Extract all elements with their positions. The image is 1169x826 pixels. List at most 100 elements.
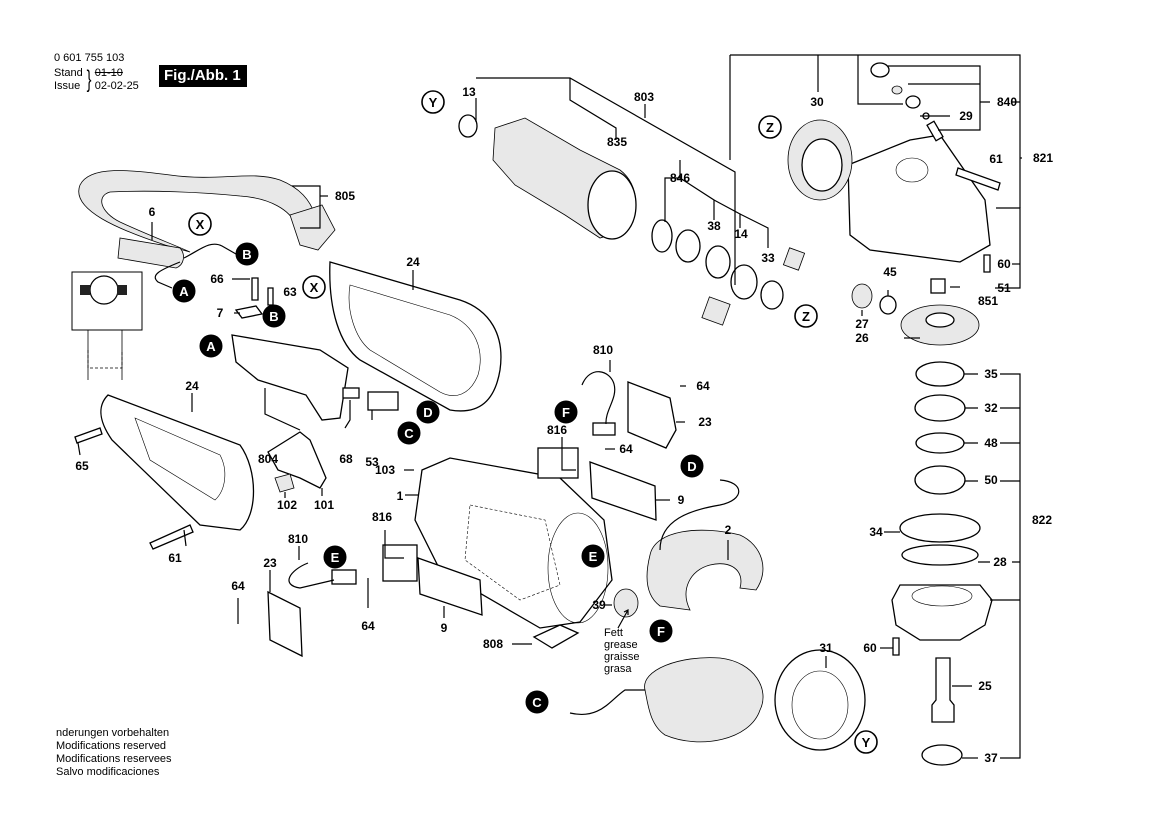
grease-note-line: Fett [604,627,623,639]
part-number-label: 804 [258,452,278,466]
label-plate-upper [589,461,657,521]
callout-circle [235,242,259,266]
air-guide-ring-inner [791,670,849,740]
circlip-846 [651,219,673,253]
sleeve-51 [930,278,946,294]
lock-button-cap [870,62,890,78]
label-808 [532,624,580,649]
motor-housing [414,457,613,629]
callout-a: A [199,334,223,358]
callout-letter: A [179,284,189,299]
part-number-label: 34 [869,525,883,539]
part-number-label: 840 [997,95,1017,109]
callout-letter: C [404,426,414,441]
part-number-label: 64 [696,379,710,393]
callout-circle [397,421,421,445]
callout-c: C [397,421,421,445]
part-number-label: 14 [734,227,748,241]
callout-letter: F [657,624,665,639]
part-number-label: 6 [149,205,156,219]
callout-letter: E [589,549,598,564]
part-number-label: 32 [984,401,998,415]
part-number-label: 846 [670,171,690,185]
part-number-label: 851 [978,294,998,308]
wiring-schematic [71,271,143,380]
motor-housing-opening [547,512,609,624]
ring-gear-30-inner [801,138,843,192]
handle-half-lower [100,394,255,531]
coil-lead-d [659,479,740,551]
notice-line-fr: Modifications reservees [56,753,172,765]
revision-values: 01-10 02-02-25 [95,67,139,93]
callout-circle [581,544,605,568]
cord-wire-b [183,243,237,259]
callout-letter: Z [802,309,810,324]
screw-60-housing [983,254,991,273]
part-number-label: 28 [993,555,1007,569]
part-number-label: 37 [984,751,998,765]
callout-circle [262,304,286,328]
callout-circle [794,304,818,328]
part-number-label: 66 [210,272,224,286]
part-number-label: 101 [314,498,334,512]
brush-holder-upper [537,447,579,479]
callout-circle [758,115,782,139]
brace-glyph: } [86,66,92,93]
document-header: 0 601 755 103 Stand Issue } 01-10 02-02-… [54,52,139,93]
callout-f: F [649,619,673,643]
callout-circle [416,400,440,424]
callout-circle [323,545,347,569]
circlip-48 [915,432,965,454]
part-number-label: 24 [185,379,199,393]
spindle-25 [931,657,955,723]
grease-note-line: grease [604,639,638,651]
part-number-label: 810 [288,532,308,546]
part-number-label: 835 [607,135,627,149]
lock-spring [891,85,903,95]
callout-f: F [554,400,578,424]
part-number-label: 24 [406,255,420,269]
grease-arrow-icon [617,609,629,629]
field-coil-upper [646,529,764,611]
part-number-label: 31 [819,641,833,655]
callout-y: Y [854,730,878,754]
callout-c: C [525,690,549,714]
callout-b: B [262,304,286,328]
ball-bearing-14 [730,264,758,300]
switch-part-68 [342,387,360,399]
screw-66 [251,277,259,301]
screw-60-flange [892,637,900,656]
grease-note-line: graisse [604,651,639,663]
callout-z: Z [794,304,818,328]
part-number-label: 64 [361,619,375,633]
callout-circle [199,334,223,358]
stand-value: 01-10 [94,67,123,79]
o-ring-28 [901,544,979,566]
part-number-label: 38 [707,219,721,233]
part-number-label: 1 [397,489,404,503]
part-number-label: 2 [725,523,732,537]
part-number-label: 816 [547,423,567,437]
document-number: 0 601 755 103 [54,52,125,64]
callout-d: D [680,454,704,478]
part-number-label: 64 [619,442,633,456]
part-number-label: 7 [217,306,224,320]
part-number-label: 53 [365,455,379,469]
issue-value: 02-02-25 [94,80,139,92]
callout-circle [854,730,878,754]
callout-circle [421,90,445,114]
part-number-label: 23 [698,415,712,429]
label-plate-lower [417,557,483,616]
revision-labels: Stand Issue [54,67,83,93]
callout-circle [680,454,704,478]
bearing-flange [891,584,993,641]
nut-45 [879,295,897,315]
clamp-7 [234,305,264,319]
callout-z: Z [758,115,782,139]
part-number-label: 27 [855,317,869,331]
callout-letter: Y [862,735,871,750]
armature-fan [587,170,637,240]
